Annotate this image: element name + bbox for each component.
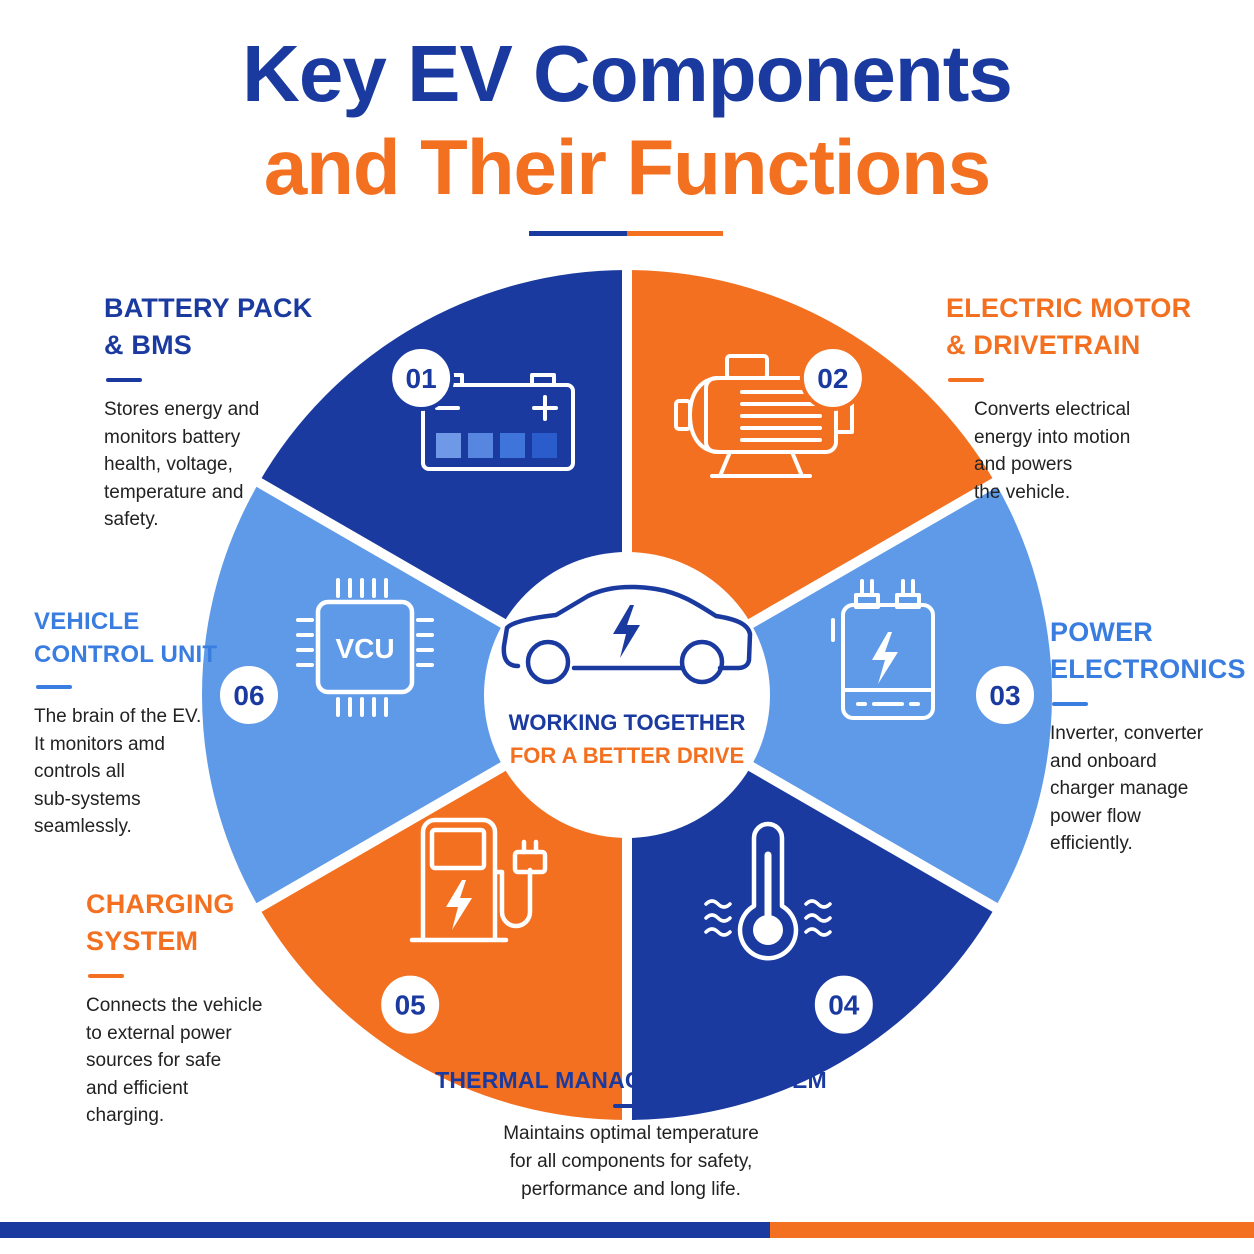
- badge-number: 02: [817, 363, 848, 394]
- chip-icon-label: VCU: [335, 633, 394, 664]
- badge-circle: [216, 662, 282, 728]
- badge-number: 05: [395, 990, 426, 1021]
- vehicle-control-unit-callout: VEHICLE CONTROL UNIT The brain of the EV…: [34, 605, 234, 841]
- callout-divider: [1052, 702, 1088, 706]
- callout-divider: [36, 685, 72, 689]
- charging-system-title: CHARGING SYSTEM: [86, 889, 235, 956]
- center-caption-line1: WORKING TOGETHER: [508, 710, 746, 735]
- electric-motor-description: Converts electrical energy into motion a…: [974, 399, 1131, 503]
- motor-icon: [674, 354, 854, 478]
- badge-circle: [810, 971, 877, 1038]
- thermal-management-title: THERMAL MANAGEMENT SYSTEM: [435, 1067, 827, 1093]
- charging-system-callout: CHARGING SYSTEM Connects the vehicle to …: [86, 886, 296, 1130]
- page-subtitle: and Their Functions: [263, 123, 991, 211]
- thermal-management-description: Maintains optimal temperature for all co…: [503, 1123, 759, 1200]
- badge-circle: [972, 662, 1038, 728]
- badge-number: 01: [406, 363, 437, 394]
- number-badge-01: 01: [388, 344, 455, 411]
- footer-bar-blue: [0, 1222, 770, 1238]
- charging-station-icon: [409, 817, 548, 943]
- badge-circle: [799, 344, 866, 411]
- badge-number: 04: [828, 990, 860, 1021]
- vehicle-control-unit-description: The brain of the EV. It monitors amd con…: [34, 706, 202, 837]
- power-electronics-callout: POWER ELECTRONICS Inverter, converter an…: [1050, 614, 1246, 858]
- electric-motor-callout: ELECTRIC MOTOR & DRIVETRAIN Converts ele…: [946, 290, 1206, 506]
- callout-divider: [88, 974, 124, 978]
- number-badge-04: 04: [810, 971, 877, 1038]
- electric-motor-title: ELECTRIC MOTOR & DRIVETRAIN: [946, 293, 1192, 360]
- chip-icon: [296, 578, 434, 717]
- power-module-icon: [831, 579, 935, 720]
- title-underline-blue: [529, 231, 627, 236]
- callout-divider: [948, 378, 984, 382]
- number-badge-02: 02: [799, 344, 866, 411]
- center-caption-line2: FOR A BETTER DRIVE: [509, 743, 745, 768]
- number-badge-05: 05: [377, 971, 444, 1038]
- charging-system-description: Connects the vehicle to external power s…: [86, 995, 263, 1126]
- power-electronics-description: Inverter, converter and onboard charger …: [1050, 723, 1204, 854]
- wheel-segment-06: [192, 475, 632, 915]
- battery-pack-description: Stores energy and monitors battery healt…: [104, 399, 260, 530]
- thermometer-icon: [704, 821, 832, 961]
- battery-pack-title: BATTERY PACK & BMS: [104, 293, 313, 360]
- battery-pack-callout: BATTERY PACK & BMS Stores energy and mon…: [104, 290, 334, 534]
- lightning-bolt-icon: [872, 632, 898, 684]
- badge-circle: [388, 344, 455, 411]
- center-circle: [484, 552, 770, 838]
- lightning-bolt-icon: [446, 880, 472, 930]
- number-badge-03: 03: [972, 662, 1038, 728]
- number-badge-06: 06: [216, 662, 282, 728]
- page-title: Key EV Components: [242, 29, 1013, 118]
- badge-circle: [377, 971, 444, 1038]
- footer-bar-orange: [770, 1222, 1254, 1238]
- battery-icon: [421, 373, 575, 471]
- vehicle-control-unit-title: VEHICLE CONTROL UNIT: [34, 608, 218, 668]
- badge-number: 03: [989, 680, 1020, 711]
- callout-divider: [106, 378, 142, 382]
- power-electronics-title: POWER ELECTRONICS: [1050, 617, 1246, 684]
- title-underline-orange: [627, 231, 723, 236]
- electric-car-icon: [501, 584, 753, 685]
- badge-number: 06: [233, 680, 264, 711]
- thermal-management-callout: THERMAL MANAGEMENT SYSTEM Maintains opti…: [400, 1064, 862, 1204]
- lightning-bolt-icon: [613, 605, 640, 658]
- callout-divider: [613, 1104, 649, 1108]
